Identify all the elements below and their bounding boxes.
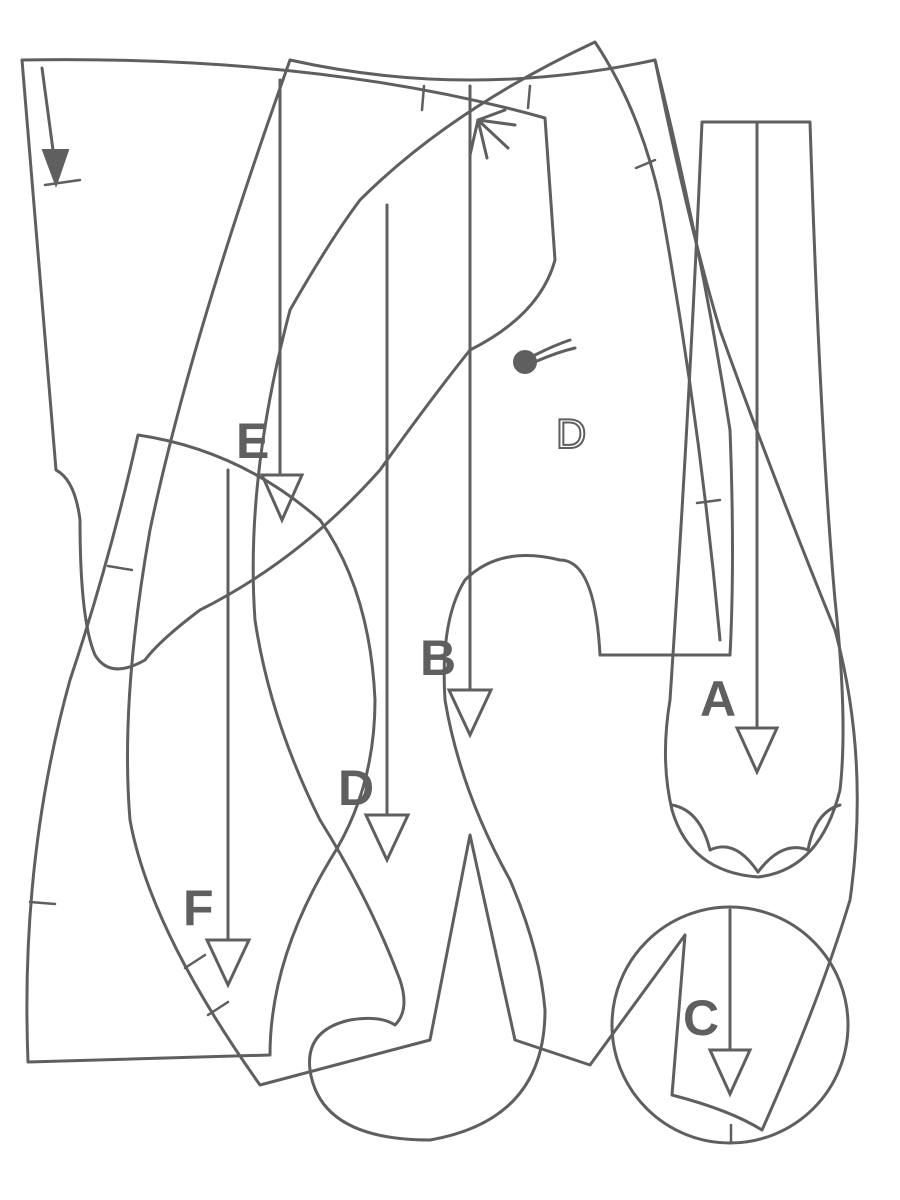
marking-dot (513, 350, 537, 374)
pattern-piece-f (25, 433, 377, 1064)
grain-arrow-b (446, 688, 494, 739)
label-d: D (338, 760, 374, 816)
grain-arrow-c (707, 1048, 753, 1098)
label-b: B (420, 630, 456, 686)
grain-arrow-d (363, 813, 411, 864)
label-d-outline: D (556, 410, 586, 457)
pattern-piece-front-panel (251, 40, 734, 1142)
grainline-back (40, 66, 57, 167)
grain-arrow-back (41, 149, 70, 188)
label-e: E (236, 413, 269, 469)
label-a: A (700, 671, 736, 727)
pattern-piece-a (663, 120, 845, 879)
pattern-piece-e (126, 58, 859, 1132)
label-c: C (683, 990, 719, 1046)
pattern-piece-c (610, 905, 850, 1145)
grain-arrow-a (734, 726, 780, 776)
grain-arrow-f (204, 938, 252, 989)
label-f: F (183, 880, 214, 936)
